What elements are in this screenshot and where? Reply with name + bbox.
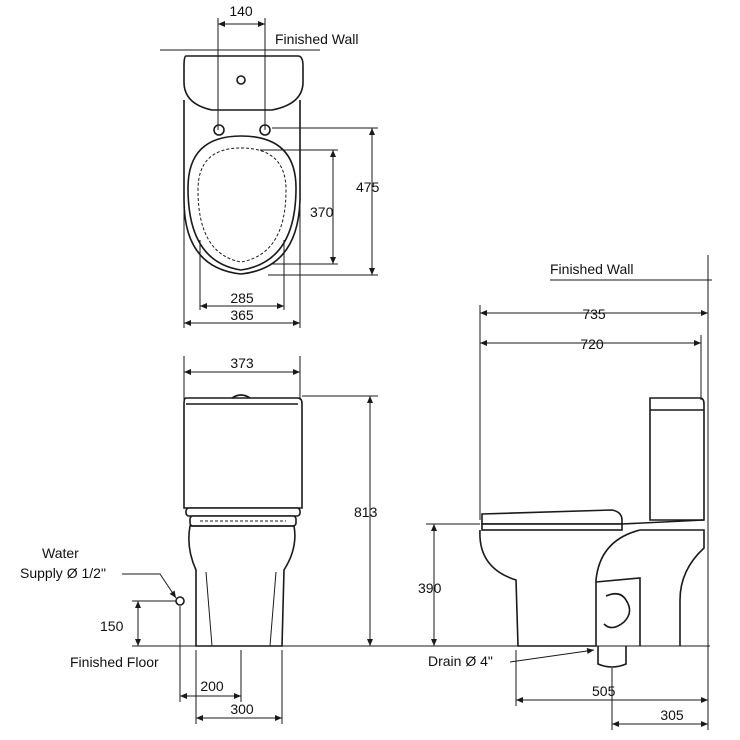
- top-view: Finished Wall 140 475 370 285: [160, 3, 380, 328]
- dim-475-text: 475: [356, 179, 380, 195]
- front-seat: [185, 507, 301, 517]
- front-tank-outline: [183, 397, 303, 509]
- dim-370-text: 370: [310, 204, 334, 220]
- side-drain-outlet: [597, 646, 627, 668]
- seat-inner-outline: [197, 147, 287, 263]
- top-finished-wall-label: Finished Wall: [275, 31, 359, 47]
- hinge-right-icon: [259, 124, 271, 136]
- dim-813-text: 813: [354, 504, 378, 520]
- side-finished-wall-label: Finished Wall: [550, 261, 634, 277]
- side-trapway-curve: [603, 592, 631, 629]
- dim-365-text: 365: [230, 307, 254, 323]
- dim-150-text: 150: [100, 618, 124, 634]
- dim-300-text: 300: [230, 701, 254, 717]
- water-supply-label-1: Water: [42, 545, 79, 561]
- side-tank-outline: [649, 397, 705, 521]
- dim-285-text: 285: [230, 290, 254, 306]
- dim-720-text: 720: [580, 336, 604, 352]
- water-supply-label-2: Supply Ø 1/2": [20, 565, 106, 581]
- side-bowl-front: [479, 529, 641, 647]
- tank-button-icon: [236, 75, 246, 85]
- dim-200-text: 200: [200, 678, 224, 694]
- water-supply-inlet-icon: [175, 596, 185, 606]
- front-pedestal-lines: [205, 571, 277, 647]
- side-view: Finished Wall 735 720 390 Drain Ø 4": [418, 255, 712, 730]
- top-bowl-outline: [183, 100, 301, 275]
- side-seat: [481, 509, 623, 525]
- front-bowl-outline: [188, 525, 296, 647]
- side-seat-lower: [481, 523, 623, 531]
- dim-390-text: 390: [418, 580, 442, 596]
- seat-outer-outline: [187, 135, 297, 271]
- top-tank-outline: [183, 55, 304, 111]
- drain-label: Drain Ø 4": [428, 653, 493, 669]
- dim-373-text: 373: [230, 355, 254, 371]
- front-view: 373 813 Finished Floor Water Supply Ø 1/…: [20, 355, 710, 724]
- finished-floor-label: Finished Floor: [70, 654, 159, 670]
- side-seat-to-tank: [621, 519, 705, 525]
- hinge-left-icon: [213, 124, 225, 136]
- dim-305-text: 305: [660, 707, 684, 723]
- water-supply-leader: [122, 573, 177, 599]
- side-bowl-back: [640, 529, 705, 646]
- front-tank-button-icon: [231, 394, 251, 399]
- drain-leader: [509, 648, 595, 663]
- side-trap-outline: [595, 577, 641, 646]
- dim-505-text: 505: [592, 683, 616, 699]
- dim-140-text: 140: [229, 3, 253, 19]
- dim-735-text: 735: [582, 306, 606, 322]
